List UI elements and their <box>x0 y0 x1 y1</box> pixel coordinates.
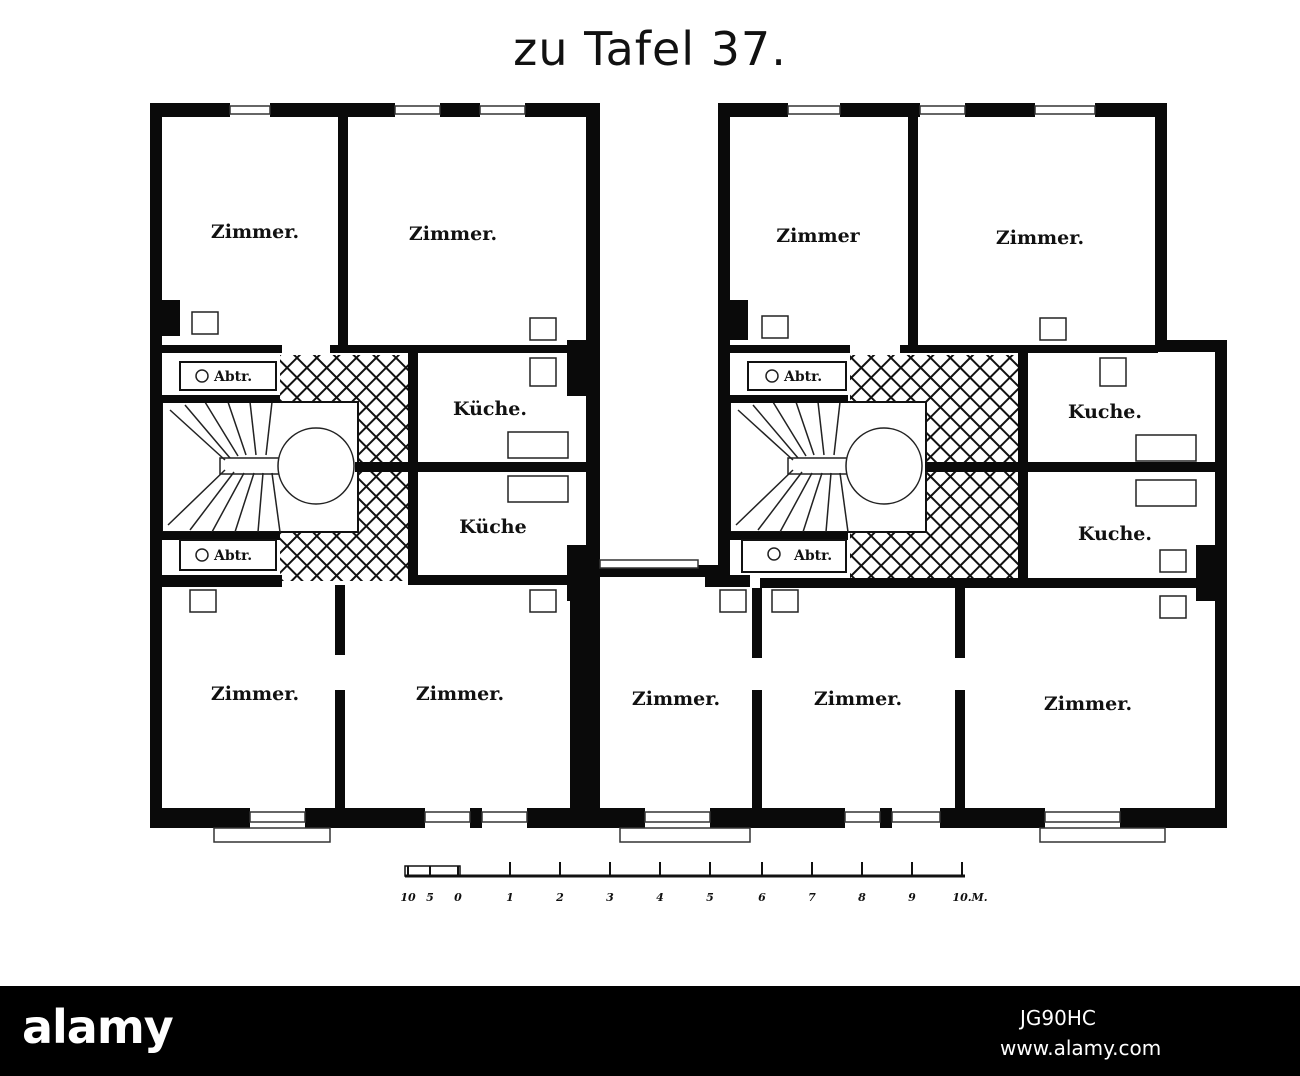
room-label-abtr-r1: Abtr. <box>783 369 822 385</box>
room-label-abtr-l2: Abtr. <box>213 548 252 564</box>
room-label-zimmer-ll1: Zimmer. <box>211 683 299 705</box>
scale-tick-label: 10 <box>400 891 416 904</box>
scale-ticks: 10 5 0 1 2 3 4 5 6 7 8 9 10.M. <box>400 862 988 904</box>
room-label-zimmer-lr2: Zimmer. <box>1044 693 1132 715</box>
room-label-zimmer-ll2: Zimmer. <box>416 683 504 705</box>
walls-left-block <box>150 103 600 828</box>
plan-title: zu Tafel 37. <box>513 22 787 76</box>
room-label-abtr-r2: Abtr. <box>793 548 832 564</box>
footer-image-id: JG90HC <box>1020 1006 1096 1030</box>
floor-plan: Zimmer. Zimmer. Zimmer Zimmer. Zimmer. Z… <box>150 103 1227 904</box>
footer-brand-logo: alamy <box>22 1000 174 1054</box>
stair-treads-left <box>167 401 355 533</box>
room-label-zimmer-ur2: Zimmer. <box>996 227 1084 249</box>
footer-bar: alamy JG90HC www.alamy.com <box>0 986 1300 1076</box>
scale-tick-label: 7 <box>808 891 816 904</box>
scale-tick-label: 10.M. <box>952 891 987 904</box>
scale-tick-label: 8 <box>858 891 866 904</box>
footer-url: www.alamy.com <box>1000 1036 1162 1060</box>
stair-treads-right <box>735 401 923 533</box>
scale-tick-label: 4 <box>656 891 664 904</box>
walls-right-block <box>595 103 1227 828</box>
room-label-zimmer-ur1: Zimmer <box>776 225 860 247</box>
room-label-zimmer-lm: Zimmer. <box>632 688 720 710</box>
room-label-kueche-l1: Küche. <box>453 398 527 420</box>
scale-tick-label: 5 <box>426 891 434 904</box>
room-label-abtr-l1: Abtr. <box>213 369 252 385</box>
scale-tick-label: 9 <box>908 891 916 904</box>
toilet-right-1: Abtr. <box>747 361 847 391</box>
room-label-zimmer-ul1: Zimmer. <box>211 221 299 243</box>
toilet-left-1: Abtr. <box>179 361 277 391</box>
room-label-kueche-l2: Küche <box>459 516 526 538</box>
room-label-zimmer-lr1: Zimmer. <box>814 688 902 710</box>
scale-tick-label: 3 <box>606 891 614 904</box>
scale-tick-label: 5 <box>706 891 714 904</box>
scale-tick-label: 2 <box>555 891 564 904</box>
room-label-kueche-r1: Kuche. <box>1068 401 1142 423</box>
room-label-kueche-r2: Kuche. <box>1078 523 1152 545</box>
windows <box>213 105 1166 843</box>
room-label-zimmer-ul2: Zimmer. <box>409 223 497 245</box>
scale-bar: 10 5 0 1 2 3 4 5 6 7 8 9 10.M. <box>400 862 988 904</box>
toilet-left-2: Abtr. <box>179 539 277 571</box>
toilet-right-2: Abtr. <box>741 539 847 573</box>
scale-tick-label: 6 <box>758 891 766 904</box>
scale-tick-label: 1 <box>506 891 514 904</box>
stoves <box>189 311 1197 619</box>
scale-tick-label: 0 <box>454 891 462 904</box>
